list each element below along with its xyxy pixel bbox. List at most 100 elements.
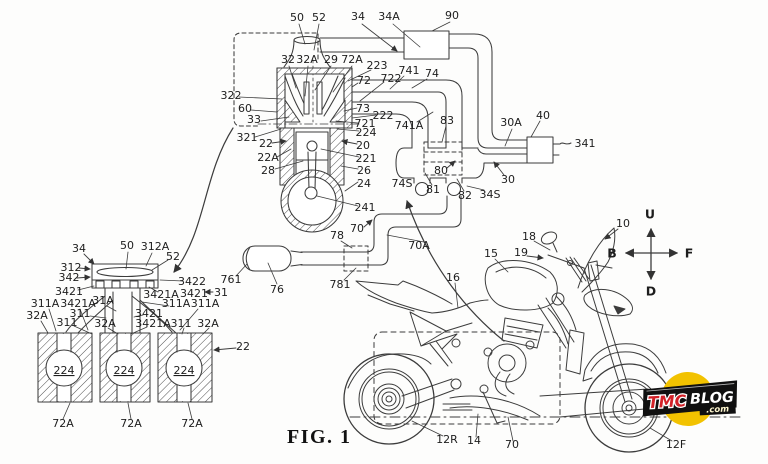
crank-pin [304,186,318,200]
injector-3 [129,280,139,289]
injector-1 [95,280,105,289]
muffler-neck [290,250,303,267]
ref-label-60: 60 [238,102,252,115]
valve-83-dashed [423,141,463,176]
exhaust-pipes [351,33,528,149]
ref-label-312: 312 [61,261,82,274]
ref-label-222: 222 [373,109,394,122]
logo-banner-highlight [646,383,735,392]
crank-cover [487,343,527,383]
ref-label-72: 72 [357,74,371,87]
pipe-30A [448,33,528,149]
box-40 [526,136,554,164]
ref-label-321: 321 [237,131,258,144]
ref-label-341: 341 [575,137,596,150]
pipe-74 [351,79,463,149]
ref-label-32A: 32A [26,309,48,322]
ref-label-76: 76 [270,283,284,296]
pipe-70-wall-a [300,195,448,253]
ref-label-721: 721 [355,117,376,130]
ref-label-74S: 74S [392,177,413,190]
ref-label-741: 741 [399,64,420,77]
ref-label-26: 26 [357,164,371,177]
pipe-70-wall-b [300,195,462,266]
ref-label-322: 322 [221,89,242,102]
ref-label-221: 221 [356,152,377,165]
bar-clamp [567,260,573,266]
ref-label-20: 20 [356,139,370,152]
motorcycle-sketch [343,227,743,453]
handlebar-cluster [547,254,590,283]
watermark-logo: TMC BLOG .com [642,372,738,426]
ref-label-D: D [646,284,656,299]
cylinder-wall-right [329,127,345,186]
return-pipe-70 [242,195,462,272]
pipe-741A [351,101,429,149]
swingarm-pivot [450,378,462,390]
headlight-mark [613,305,626,315]
ref-label-U: U [645,207,655,222]
outlet-341 [552,142,572,156]
ref-label-52: 52 [166,250,180,263]
bulb-81 [414,181,430,197]
ref-label-83: 83 [440,114,454,127]
ref-label-72A: 72A [120,417,142,430]
ref-label-81: 81 [426,183,440,196]
detail-callout-arrow [173,127,234,273]
mirror-stalk [552,242,558,253]
figure-caption: FIG. 1 [287,426,352,448]
crankcase-inner [287,176,337,226]
ref-label-3421: 3421 [135,307,163,320]
ref-label-78: 78 [330,229,344,242]
ref-label-31A: 31A [92,294,114,307]
ref-label-15: 15 [484,247,498,260]
muffler-end-line [245,246,251,271]
chamber-wall-left [284,99,301,123]
ref-label-3421: 3421 [55,285,83,298]
ref-label-82: 82 [458,189,472,202]
piston [295,131,329,161]
ref-label-224: 224 [356,126,377,139]
injector-2 [111,280,121,289]
ref-label-30: 30 [501,173,515,186]
cylinder-block [501,317,544,349]
ref-label-3421: 3421 [180,287,208,300]
box-90 [403,30,450,60]
ref-label-30A: 30A [500,116,522,129]
frame-spar [537,297,575,349]
ref-label-3421A: 3421A [135,317,171,330]
front-fork [583,264,633,403]
ref-label-22: 22 [236,340,250,353]
ref-label-224: 224 [54,364,75,377]
junction-left-cap [395,147,413,179]
arrow-leaders [76,23,619,353]
ref-label-70: 70 [350,222,364,235]
headlight-nose [583,288,633,317]
ref-label-22: 22 [259,137,273,150]
cylinder-bores [45,332,203,403]
ref-label-312A: 312A [141,240,170,253]
belly-exhaust [442,395,541,421]
ref-label-31: 31 [214,286,228,299]
ref-label-32: 32 [281,53,295,66]
engine-bolt-2 [525,340,535,350]
windscreen [577,227,616,293]
ref-label-224: 224 [114,364,135,377]
ref-label-241: 241 [355,201,376,214]
ref-label-311A: 311A [162,297,191,310]
ref-label-80: 80 [434,164,448,177]
ref-label-18: 18 [522,230,536,243]
intake-tract [319,30,450,60]
ref-label-50: 50 [290,11,304,24]
ref-label-311A: 311A [31,297,60,310]
engine-dashed-box [373,331,561,425]
kickstand [482,391,506,424]
cylinder-wall-left [279,127,295,186]
pipe-30 [475,148,528,179]
ref-label-311A: 311A [191,297,220,310]
piston-skirt-conrod [295,151,329,190]
ref-label-311: 311 [57,316,78,329]
exhaust-junction [395,136,572,197]
exhaust-runner [321,75,346,117]
shock [429,340,453,367]
